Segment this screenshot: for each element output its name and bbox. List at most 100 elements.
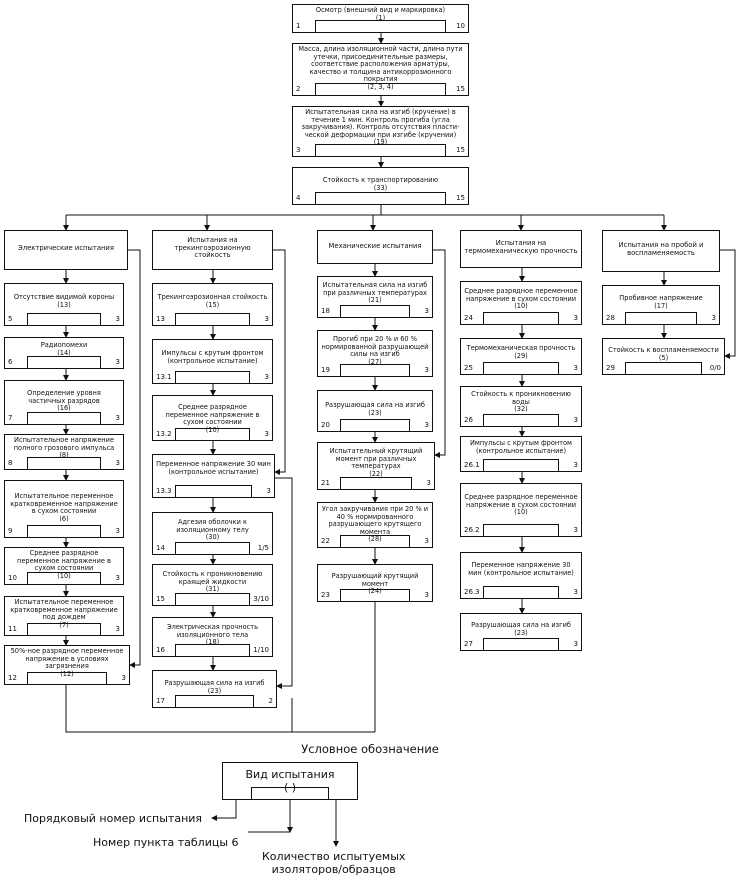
test-label: Прогиб при 20 % и 60 % нормированной раз… bbox=[321, 335, 429, 366]
test-quantity: 3 bbox=[424, 591, 429, 599]
test-box-marker bbox=[315, 20, 446, 32]
test-quantity: 3 bbox=[115, 625, 120, 633]
test-quantity: 2 bbox=[268, 697, 273, 705]
test-box-marker bbox=[315, 192, 446, 204]
test-number: 21 bbox=[321, 479, 330, 487]
test-box-marker bbox=[340, 535, 410, 547]
test-number: 20 bbox=[321, 421, 330, 429]
test-label: Разрушающая сила на изгиб (23) bbox=[325, 401, 425, 417]
test-box-26-1: Импульсы с крутым фронтом (контрольное и… bbox=[460, 436, 582, 472]
test-label: Термомеханическая прочность (29) bbox=[466, 344, 576, 360]
test-box-marker bbox=[340, 364, 410, 376]
test-box-26-2: Среднее разрядное переменное напряжение … bbox=[460, 483, 582, 537]
test-number: 26 bbox=[464, 416, 473, 424]
test-box-16: Электрическая прочность изоляционного те… bbox=[152, 617, 273, 657]
test-box-marker bbox=[483, 414, 559, 426]
test-number: 14 bbox=[156, 544, 165, 552]
legend-quantity-label: Количество испытуемых изоляторов/образцо… bbox=[262, 850, 406, 876]
column-header-label: Испытания на пробой и воспламеняемость bbox=[618, 241, 704, 257]
test-box-9: Испытательное переменное кратковременное… bbox=[4, 480, 124, 538]
column-header-thermo-mechanical: Испытания на термомеханическую прочность bbox=[460, 230, 582, 268]
legend-box-marker bbox=[251, 787, 329, 799]
test-number: 9 bbox=[8, 527, 13, 535]
column-header-tracking-erosion: Испытания на трекингоэрозионную стойкост… bbox=[152, 230, 273, 270]
test-number: 26.2 bbox=[464, 526, 480, 534]
test-number: 15 bbox=[156, 595, 165, 603]
test-box-28: Пробивное напряжение (17) 28 3 bbox=[602, 285, 720, 325]
test-quantity: 15 bbox=[456, 146, 465, 154]
test-box-marker bbox=[340, 589, 410, 601]
test-label: Разрушающая сила на изгиб (23) bbox=[164, 679, 265, 695]
test-box-transport: Стойкость к транспортированию (33) 4 15 bbox=[292, 167, 469, 205]
test-box-marker bbox=[315, 83, 446, 95]
test-box-marker bbox=[175, 644, 250, 656]
test-box-marker bbox=[483, 312, 559, 324]
test-box-mass-dimensions: Масса, длина изоляционной части, длина п… bbox=[292, 43, 469, 96]
test-box-marker bbox=[483, 459, 559, 471]
test-box-marker bbox=[27, 572, 101, 584]
test-quantity: 3 bbox=[573, 416, 578, 424]
test-number: 19 bbox=[321, 366, 330, 374]
test-box-marker bbox=[27, 525, 101, 537]
test-box-12: 50%-ное разрядное переменное напряжение … bbox=[4, 645, 130, 685]
test-label: Масса, длина изоляционной части, длина п… bbox=[298, 45, 463, 91]
test-quantity: 1/5 bbox=[257, 544, 269, 552]
test-box-bending-force: Испытательная сила на изгиб (кручение) в… bbox=[292, 106, 469, 157]
test-label: Определение уровня частичных разрядов (1… bbox=[27, 389, 101, 413]
test-quantity: 15 bbox=[456, 85, 465, 93]
test-quantity: 3 bbox=[121, 674, 126, 682]
test-quantity: 15 bbox=[456, 194, 465, 202]
test-box-marker bbox=[27, 623, 101, 635]
test-label: Испытательный крутящий момент при различ… bbox=[329, 447, 423, 478]
test-box-18: Испытательная сила на изгиб при различны… bbox=[317, 276, 433, 318]
test-number: 26.3 bbox=[464, 588, 480, 596]
test-box-29: Стойкость к воспламеняемости (5) 29 0/0 bbox=[602, 338, 725, 375]
test-label: Переменное напряжение 30 мин (контрольно… bbox=[156, 460, 271, 476]
test-box-27: Разрушающая сила на изгиб (23) 27 3 bbox=[460, 613, 582, 651]
test-box-13-3: Переменное напряжение 30 мин (контрольно… bbox=[152, 454, 275, 498]
test-number: 13.3 bbox=[156, 487, 172, 495]
legend-title: Условное обозначение bbox=[301, 742, 439, 756]
test-quantity: 3 bbox=[424, 537, 429, 545]
test-label: Радиопомехи (14) bbox=[40, 341, 88, 357]
test-quantity: 3 bbox=[115, 315, 120, 323]
test-number: 11 bbox=[8, 625, 17, 633]
test-box-13-1: Импульсы с крутым фронтом (контрольное и… bbox=[152, 339, 273, 384]
test-label: Пробивное напряжение (17) bbox=[619, 294, 703, 310]
test-quantity: 3 bbox=[264, 373, 269, 381]
test-box-marker bbox=[27, 313, 101, 325]
test-label: Угол закручивания при 20 % и 40 % нормир… bbox=[321, 505, 429, 544]
test-label: Разрушающая сила на изгиб (23) bbox=[471, 621, 571, 637]
test-label: Отсутствие видимой короны (13) bbox=[13, 293, 115, 309]
test-quantity: 3 bbox=[573, 588, 578, 596]
test-box-21: Испытательный крутящий момент при различ… bbox=[317, 442, 435, 490]
test-number: 3 bbox=[296, 146, 301, 154]
test-quantity: 3/10 bbox=[253, 595, 269, 603]
test-label: Стойкость к проникновению воды (32) bbox=[471, 390, 571, 414]
test-number: 29 bbox=[606, 364, 615, 372]
test-box-marker bbox=[175, 313, 250, 325]
test-number: 24 bbox=[464, 314, 473, 322]
column-header-label: Электрические испытания bbox=[18, 244, 114, 252]
test-quantity: 3 bbox=[115, 459, 120, 467]
legend-table-item-label: Номер пункта таблицы 6 bbox=[93, 836, 239, 849]
test-label: Переменное напряжение 30 мин (контрольно… bbox=[468, 561, 574, 577]
test-quantity: 3 bbox=[115, 527, 120, 535]
test-number: 27 bbox=[464, 640, 473, 648]
test-box-6: Радиопомехи (14) 6 3 bbox=[4, 337, 124, 369]
test-box-marker bbox=[175, 485, 252, 497]
test-quantity: 3 bbox=[115, 574, 120, 582]
test-box-15: Стойкость к проникновению краящей жидкос… bbox=[152, 564, 273, 606]
test-box-marker bbox=[315, 144, 446, 156]
test-number: 23 bbox=[321, 591, 330, 599]
test-box-marker bbox=[27, 412, 101, 424]
test-box-marker bbox=[340, 305, 410, 317]
test-quantity: 3 bbox=[711, 314, 716, 322]
column-header-breakdown-flammability: Испытания на пробой и воспламеняемость bbox=[602, 230, 720, 272]
test-box-marker bbox=[483, 586, 559, 598]
test-number: 28 bbox=[606, 314, 615, 322]
column-header-label: Испытания на термомеханическую прочность bbox=[464, 239, 578, 255]
legend-sequence-number-label: Порядковый номер испытания bbox=[24, 812, 203, 825]
test-label: Среднее разрядное переменное напряжение … bbox=[464, 493, 578, 517]
